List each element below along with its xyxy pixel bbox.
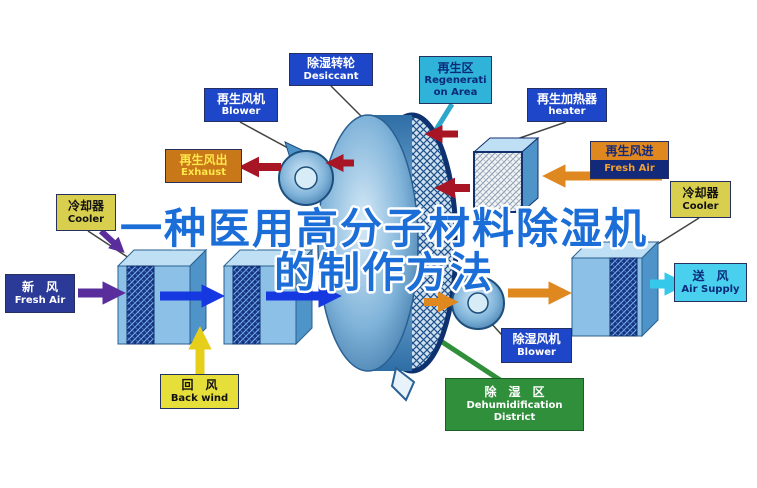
wheel-tail — [390, 366, 416, 402]
regen-heater-box — [472, 136, 540, 214]
arrow-cooler-to-unit — [98, 228, 125, 254]
process-unit-left — [116, 248, 208, 346]
process-unit-right — [570, 240, 660, 338]
desiccant-wheel — [317, 112, 459, 402]
flow-arrows — [78, 124, 688, 374]
dehum-blower-fan — [451, 267, 505, 330]
regen-blower-fan — [278, 141, 334, 206]
process-unit-middle — [222, 248, 314, 346]
